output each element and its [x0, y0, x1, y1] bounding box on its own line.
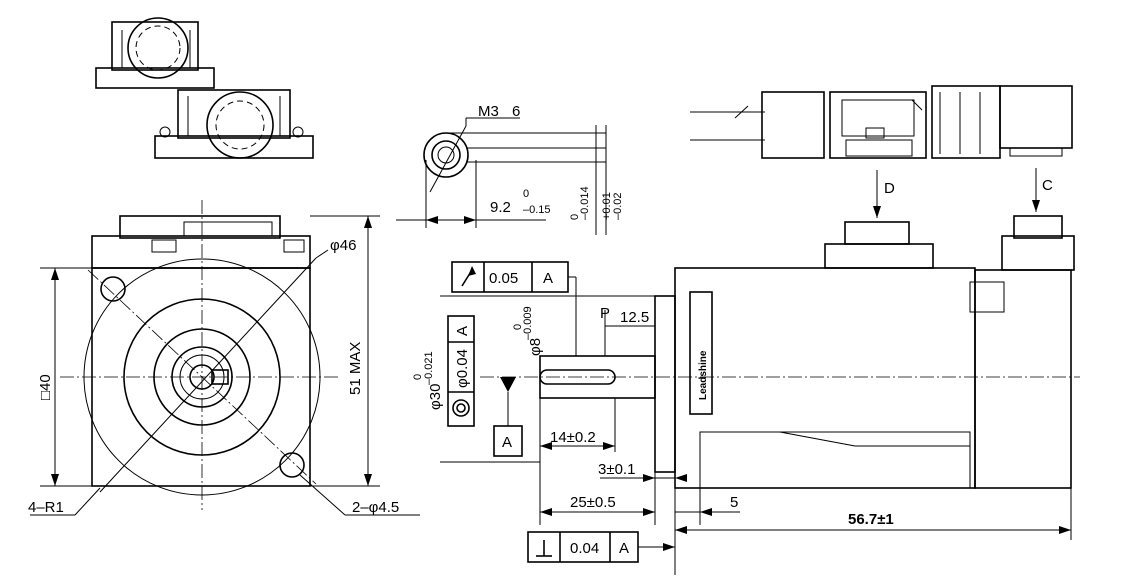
tol-a-lower: –0.014 [579, 186, 591, 220]
p-label: P [600, 305, 610, 322]
tol-b-lower: –0.02 [612, 192, 624, 220]
concentricity-value: φ0.04 [454, 349, 471, 388]
cable-connectors [690, 85, 1073, 159]
connector-c-label: C [1042, 177, 1053, 194]
tol-a-upper: 0 [569, 214, 581, 220]
flat-dim-label: 9.2 [490, 199, 511, 216]
runout-datum: A [543, 270, 553, 287]
corner-radius-label: 4–R1 [28, 499, 64, 516]
shaft-length-label: 25±0.5 [570, 494, 616, 511]
thread-label: M3 [478, 103, 499, 120]
flat-tol-lower: –0.15 [523, 204, 551, 216]
total-length-label: 56.7±1 [848, 511, 894, 528]
tol-b-upper: +0.01 [601, 192, 613, 220]
pilot-tol-lower: –0.021 [423, 351, 435, 385]
connector-sketch-top-left [95, 17, 314, 159]
shaft-dia-label: φ8 [527, 338, 544, 356]
runout-value: 0.05 [489, 270, 518, 287]
max-height-label: 51 MAX [347, 342, 364, 395]
flange-thickness-label: 3±0.1 [598, 461, 635, 478]
shaft-tol-lower: –0.009 [522, 306, 534, 340]
concentricity-datum: A [454, 326, 471, 336]
holes-label: 2–φ4.5 [352, 499, 399, 516]
phi46-label: φ46 [330, 237, 356, 254]
p-dim-label: 12.5 [620, 309, 649, 326]
square-label: □40 [37, 374, 54, 400]
pilot-tol-upper: 0 [412, 374, 424, 380]
thread-depth-label: 6 [512, 103, 520, 120]
pilot-dia-label: φ30 [427, 384, 444, 410]
shaft-end-detail [396, 117, 607, 235]
shaft-tol-upper: 0 [512, 324, 524, 330]
flat-length-label: 14±0.2 [550, 429, 596, 446]
side-view [440, 168, 1080, 575]
brand-plate-logo: Leadshine [698, 350, 709, 400]
perpendicularity-value: 0.04 [570, 540, 599, 557]
front-view [30, 200, 420, 516]
datum-a-label: A [502, 434, 512, 451]
connector-d-label: D [884, 180, 895, 197]
flat-tol-upper: 0 [523, 188, 529, 200]
gap-label: 5 [730, 494, 738, 511]
perpendicularity-datum: A [619, 540, 629, 557]
